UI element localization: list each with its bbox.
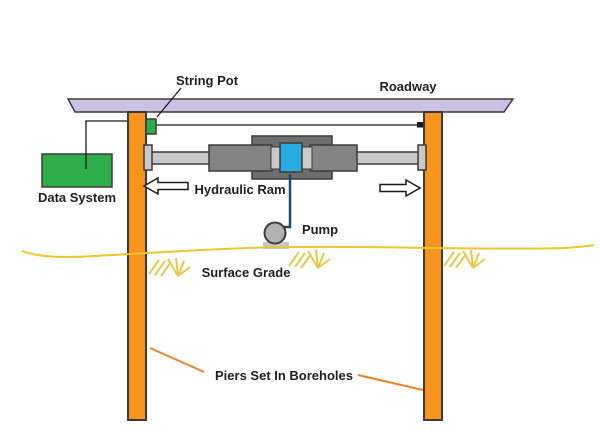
pump-base: [263, 242, 289, 249]
soil-hatch-right: [443, 249, 486, 269]
soil-hatch-left: [148, 257, 191, 277]
string-anchor-dot: [417, 122, 423, 128]
roadway-label: Roadway: [379, 79, 437, 94]
piers-label: Piers Set In Boreholes: [215, 368, 353, 383]
load-arrow-left-icon: [142, 176, 189, 196]
data-system-label: Data System: [38, 190, 116, 205]
string-pot-label: String Pot: [176, 73, 239, 88]
ram-bracket-right: [417, 144, 427, 171]
ram-center-cell: [279, 142, 303, 173]
piers-pointer-line-left: [149, 347, 205, 373]
pump-label: Pump: [302, 222, 338, 237]
data-system-wire: [85, 120, 146, 169]
soil-hatch-center: [288, 249, 331, 269]
pump-body: [263, 221, 287, 245]
surface-grade-label: Surface Grade: [202, 265, 291, 280]
pier-left: [127, 111, 147, 421]
ram-cylinder-left: [208, 144, 273, 172]
roadway-deck: [66, 98, 515, 113]
string-pot-device: [145, 118, 157, 135]
load-arrow-right-icon: [379, 178, 422, 198]
surface-grade-line: [21, 244, 595, 258]
ram-bracket-left: [143, 144, 153, 171]
string-pot-pointer-line: [156, 87, 182, 118]
data-system-box: [41, 153, 113, 188]
piers-pointer-line-right: [357, 374, 424, 391]
hydraulic-ram-label: Hydraulic Ram: [194, 182, 285, 197]
pier-right: [423, 111, 443, 421]
ram-cylinder-right: [309, 144, 358, 172]
